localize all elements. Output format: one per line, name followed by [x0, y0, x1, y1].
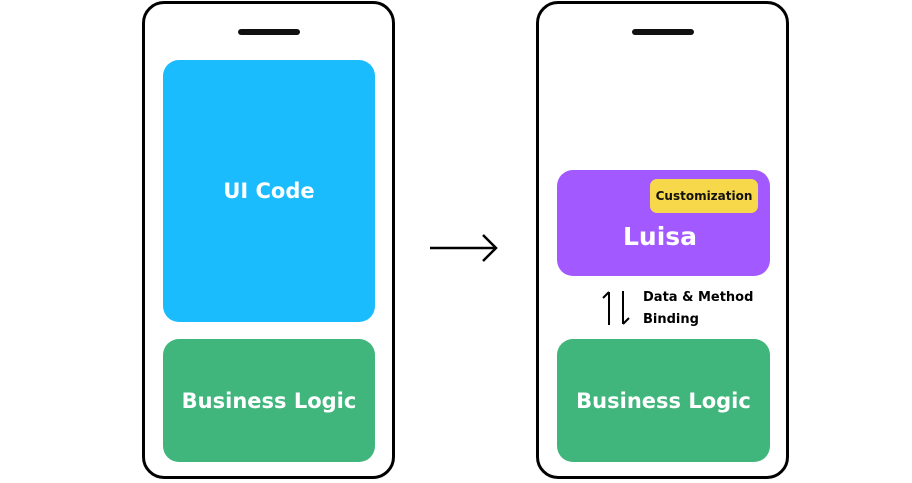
binding-line-1: Data & Method: [643, 290, 754, 305]
binding-caption: Data & Method Binding: [643, 287, 753, 331]
left-business-logic-label: Business Logic: [181, 388, 357, 413]
luisa-label: Luisa: [623, 222, 698, 251]
right-phone: Customization Luisa Data & Method Bindin…: [536, 1, 789, 479]
customization-badge-label: Customization: [655, 189, 753, 203]
right-phone-speaker: [632, 29, 694, 35]
up-down-arrows-icon: [602, 291, 630, 325]
luisa-block: Customization Luisa: [557, 170, 770, 276]
binding-line-2: Binding: [643, 312, 699, 327]
ui-code-label: UI Code: [223, 179, 315, 203]
left-phone: UI Code Business Logic: [142, 1, 395, 479]
right-business-logic-label: Business Logic: [576, 388, 751, 413]
right-arrow-icon: [430, 234, 498, 262]
ui-code-block: UI Code: [163, 60, 375, 322]
left-business-logic-block: Business Logic: [163, 339, 375, 462]
right-business-logic-block: Business Logic: [557, 339, 770, 462]
left-phone-speaker: [238, 29, 300, 35]
customization-badge: Customization: [650, 179, 758, 213]
